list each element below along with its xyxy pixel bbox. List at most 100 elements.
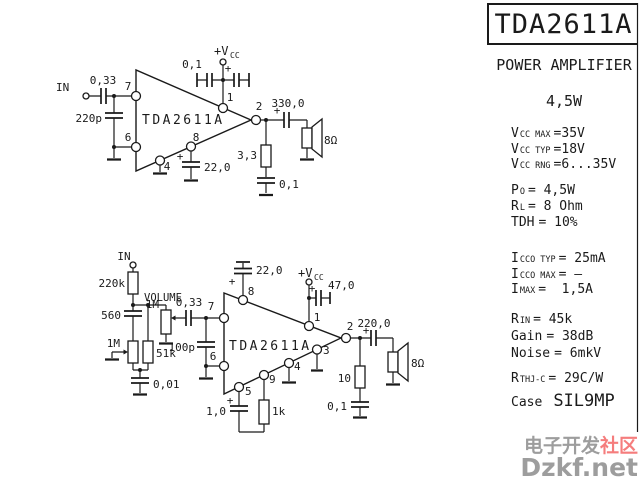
bottom-amplifier-circuit: IN 220k VOLUME 1M 0,33 7 560 1M 51k 0,01… (99, 250, 425, 433)
c2-vcc-label: +V (298, 266, 312, 280)
c2-vcc-sub-label: CC (314, 273, 324, 282)
c2-res-51k-label: 51k (156, 347, 176, 360)
c2-volume-wiper-arrow (171, 315, 176, 321)
subtitle: POWER AMPLIFIER 4,5W (490, 56, 638, 110)
c2-pin3-label: 3 (323, 344, 330, 357)
c2-resistor-220k (127, 271, 139, 295)
c2-junction (307, 296, 311, 300)
c2-cap-001-label: 0,01 (153, 378, 180, 391)
c1-cap-220p-label: 220p (76, 112, 103, 125)
c1-junction (112, 145, 116, 149)
part-number: TDA2611A (494, 8, 633, 40)
c1-cap-22-plus: + (177, 150, 184, 163)
c2-junction (131, 303, 135, 307)
spec-tdh: TDH= 10% (511, 215, 578, 230)
c2-cap-22-plus: + (229, 275, 236, 288)
c1-pin4-circle (154, 155, 166, 166)
c2-res-1k-label: 1k (272, 405, 286, 418)
c2-pin4-label: 4 (294, 360, 301, 373)
c1-pin6-label: 6 (125, 131, 132, 144)
c1-vcc-cap-plus: + (225, 62, 232, 75)
c1-pin6-circle (130, 141, 142, 153)
c1-input-label: IN (56, 81, 69, 94)
c2-chip-label: TDA2611A (229, 339, 312, 354)
c1-pin1-circle (217, 102, 229, 114)
c1-pin2-circle (250, 114, 262, 126)
c2-pin1-circle (303, 320, 315, 332)
c1-res-33-label: 3,3 (237, 149, 257, 162)
watermark-chinese: 电子开发社区 (523, 435, 638, 457)
c2-junction (358, 336, 362, 340)
subtitle-line2: 4,5W (545, 92, 583, 110)
c2-pin5-circle (233, 381, 245, 393)
c1-vcc-sub-label: CC (230, 51, 240, 60)
c2-pin5-label: 5 (245, 385, 252, 398)
c2-pin9-circle (258, 369, 270, 381)
c1-cap-330-label: 330,0 (271, 97, 304, 110)
c2-pin8-circle (237, 294, 249, 306)
c1-vcc-terminal (219, 58, 227, 66)
c2-pin3-circle (311, 344, 323, 355)
c1-junction (264, 118, 268, 122)
c2-pin7-label: 7 (208, 300, 215, 313)
c2-resistor-10 (354, 365, 366, 389)
c2-volume-label: VOLUME (144, 292, 182, 304)
c2-pin9-label: 9 (269, 373, 276, 386)
c2-resistor-1k (258, 399, 270, 425)
c1-capacitor-plates (100, 73, 290, 184)
c2-cap-560-label: 560 (101, 309, 121, 322)
c2-input-label: IN (117, 250, 130, 263)
c2-vcc-terminal (305, 278, 313, 286)
c1-input-terminal (82, 92, 90, 100)
c2-pin7-circle (218, 312, 230, 324)
c2-pin6-circle (218, 360, 230, 372)
c1-pin7-circle (130, 90, 142, 102)
c2-cap-220-plus: + (363, 324, 370, 337)
c2-input-terminal (129, 261, 137, 269)
c2-cap-100p-label: 100p (169, 341, 196, 354)
c2-trim-1m-label: 1M (107, 337, 121, 350)
c2-pin4-circle (283, 357, 295, 369)
c2-junction (204, 364, 208, 368)
c2-speaker-cone (397, 341, 409, 383)
c1-pin1-label: 1 (227, 91, 234, 104)
c1-resistor-3_3 (260, 144, 272, 168)
c2-cap-47-label: 47,0 (328, 279, 355, 292)
c2-trim-wiper-arrow (123, 349, 128, 355)
c2-speaker-label: 8Ω (411, 357, 425, 370)
c2-cap-033-label: 0,33 (176, 296, 203, 309)
c2-cap-01-label: 0,1 (327, 400, 347, 413)
spec-noise: Noise= 6mkV (511, 346, 602, 361)
c2-junction (204, 316, 208, 320)
c2-pin1-label: 1 (314, 311, 321, 324)
c2-cap-10-label: 1,0 (206, 405, 226, 418)
c1-pin2-label: 2 (256, 100, 263, 113)
spec-gain: Gain= 38dB (511, 329, 594, 344)
c2-pin2-circle (340, 332, 352, 344)
c1-cap-01z-label: 0,1 (279, 178, 299, 191)
c1-junction (221, 78, 225, 82)
c2-res-10-label: 10 (338, 372, 351, 385)
c1-cap-01-label: 0,1 (182, 58, 202, 71)
c1-speaker-body (301, 127, 313, 149)
watermark: 电子开发社区 Dzkf.net (520, 435, 638, 480)
subtitle-line1: POWER AMPLIFIER (496, 56, 632, 74)
c2-pin6-label: 6 (210, 350, 217, 363)
c1-speaker-cone (311, 117, 323, 159)
c2-trim-pot-1m (127, 340, 139, 364)
c1-cap-033-label: 0,33 (90, 74, 117, 87)
